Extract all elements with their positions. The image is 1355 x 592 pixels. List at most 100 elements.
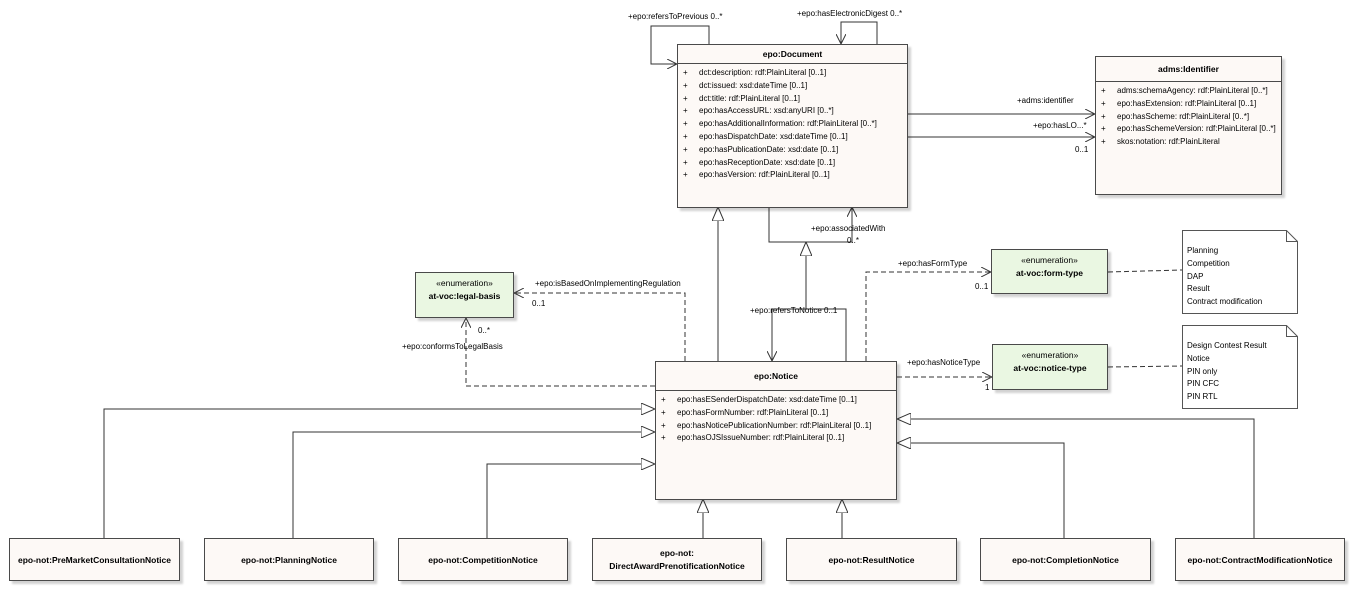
- attribute-text: epo:hasDispatchDate: xsd:dateTime [0..1]: [699, 131, 848, 141]
- attribute-list: +adms:schemaAgency: rdf:PlainLiteral [0.…: [1096, 82, 1281, 149]
- gen-planning: [292, 432, 655, 538]
- attribute-row: +epo:hasFormNumber: rdf:PlainLiteral [0.…: [656, 407, 896, 420]
- class-title-line2: DirectAwardPrenotificationNotice: [609, 560, 745, 571]
- visibility-marker: +: [1101, 137, 1106, 147]
- attribute-row: + dct:title: rdf:PlainLiteral [0..1]: [678, 93, 907, 106]
- note-line: Competition: [1187, 258, 1230, 268]
- label-conforms-to-legal-basis: +epo:conformsToLegalBasis: [402, 342, 503, 351]
- note-line: PIN RTL: [1187, 392, 1218, 402]
- assoc-has-electronic-digest: [841, 21, 878, 44]
- attribute-text: skos:notation: rdf:PlainLiteral: [1117, 137, 1220, 147]
- label-has-form-type-multiplicity: 0..1: [975, 282, 989, 291]
- enum-form-type[interactable]: «enumeration» at-voc:form-type: [991, 249, 1108, 294]
- label-refers-to-previous: +epo:refersToPrevious 0..*: [628, 12, 723, 21]
- attribute-text: epo:hasOJSIssueNumber: rdf:PlainLiteral …: [677, 433, 845, 443]
- attribute-text: epo:hasScheme: rdf:PlainLiteral [0..*]: [1117, 111, 1250, 121]
- note-line: Result: [1187, 284, 1210, 294]
- dep-form-type: [865, 272, 991, 361]
- label-associated-with: +epo:associatedWith: [811, 224, 886, 233]
- attribute-text: dct:description: rdf:PlainLiteral [0..1]: [699, 68, 827, 77]
- label-is-based-on: +epo:isBasedOnImplementingRegulation: [535, 279, 681, 288]
- note-line: PIN only: [1187, 366, 1218, 376]
- enum-legal-basis[interactable]: «enumeration» at-voc:legal-basis: [415, 272, 514, 318]
- class-competition-notice[interactable]: epo-not:CompetitionNotice: [398, 538, 568, 581]
- enum-notice-type[interactable]: «enumeration» at-voc:notice-type: [992, 344, 1108, 390]
- note-link-form-type: [1107, 269, 1183, 273]
- class-epo-document[interactable]: epo:Document +dct:description: rdf:Plain…: [677, 44, 908, 208]
- class-planning-notice[interactable]: epo-not:PlanningNotice: [204, 538, 374, 581]
- label-has-form-type: +epo:hasFormType: [898, 259, 968, 268]
- visibility-marker: +: [1101, 86, 1106, 95]
- label-has-lot-multiplicity: 0..1: [1075, 145, 1089, 154]
- attribute-text: epo:hasVersion: rdf:PlainLiteral [0..1]: [699, 170, 830, 180]
- attribute-row: +dct:description: rdf:PlainLiteral [0..1…: [678, 67, 907, 80]
- attribute-text: epo:hasPublicationDate: xsd:date [0..1]: [699, 144, 839, 154]
- visibility-marker: +: [683, 119, 688, 129]
- attribute-text: epo:hasAccessURL: xsd:anyURI [0..*]: [699, 106, 834, 116]
- label-has-notice-type: +epo:hasNoticeType: [907, 358, 981, 367]
- class-title: adms:Identifier: [1158, 64, 1219, 74]
- class-title: epo-not:ResultNotice: [828, 554, 915, 565]
- attribute-list: + epo:hasESenderDispatchDate: xsd:dateTim…: [656, 391, 896, 445]
- visibility-marker: +: [683, 131, 688, 141]
- note-line: PIN CFC: [1187, 379, 1219, 389]
- enum-stereotype: «enumeration»: [436, 278, 493, 288]
- label-has-electronic-digest: +epo:hasElectronicDigest 0..*: [797, 9, 903, 18]
- visibility-marker: +: [661, 395, 666, 404]
- visibility-marker: +: [683, 106, 688, 116]
- dep-is-based-on: [514, 293, 686, 361]
- class-adms-identifier[interactable]: adms:Identifier +adms:schemaAgency: rdf:…: [1095, 56, 1282, 195]
- attribute-row: + epo:hasESenderDispatchDate: xsd:dateTim…: [656, 394, 896, 407]
- visibility-marker: +: [661, 433, 666, 443]
- attribute-text: epo:hasNoticePublicationNumber: rdf:Plai…: [677, 420, 872, 430]
- note-line: Planning: [1187, 246, 1219, 255]
- attribute-row: +dct:issued: xsd:dateTime [0..1]: [678, 80, 907, 93]
- assoc-refers-to-previous: [650, 25, 710, 64]
- class-epo-notice[interactable]: epo:Notice +epo:hasESenderDispatchDate: …: [655, 361, 897, 500]
- note-line: Contract modification: [1187, 297, 1263, 307]
- class-contract-modification-notice[interactable]: epo-not:ContractModificationNotice: [1175, 538, 1345, 581]
- attribute-text: epo:hasReceptionDate: xsd:date [0..1]: [699, 157, 836, 167]
- visibility-marker: +: [661, 420, 666, 430]
- visibility-marker: +: [1101, 124, 1106, 134]
- visibility-marker: +: [1101, 98, 1106, 108]
- attribute-text: epo:hasESenderDispatchDate: xsd:dateTime…: [677, 395, 857, 404]
- label-associated-with-multiplicity: 0..*: [847, 236, 860, 245]
- attribute-row: + epo:hasOJSIssueNumber: rdf:PlainLiteral…: [656, 432, 896, 445]
- attribute-text: dct:title: rdf:PlainLiteral [0..1]: [699, 93, 800, 103]
- enum-title: at-voc:legal-basis: [428, 291, 501, 301]
- class-direct-award-prenotification-notice[interactable]: epo-not: DirectAwardPrenotificationNotic…: [592, 538, 762, 581]
- attribute-row: +epo:hasScheme: rdf:PlainLiteral [0..*]: [1096, 111, 1281, 124]
- attribute-row: + epo:hasExtension: rdf:PlainLiteral [0..…: [1096, 98, 1281, 111]
- label-refers-to-notice: +epo:refersToNotice 0..1: [750, 306, 838, 315]
- visibility-marker: +: [683, 93, 688, 103]
- attribute-row: + epo:hasNoticePublicationNumber: rdf:Pla…: [656, 420, 896, 433]
- enum-title: at-voc:form-type: [1015, 268, 1084, 278]
- class-pre-market-consultation-notice[interactable]: epo-not:PreMarketConsultationNotice: [9, 538, 180, 581]
- label-adms-identifier: +adms:identifier: [1017, 96, 1074, 105]
- class-title: epo-not:ContractModificationNotice: [1187, 554, 1333, 565]
- attribute-row: + epo:hasDispatchDate: xsd:dateTime [0..1…: [678, 131, 907, 144]
- attribute-row: + epo:hasVersion: rdf:PlainLiteral [0..1]: [678, 169, 907, 182]
- class-completion-notice[interactable]: epo-not:CompletionNotice: [980, 538, 1151, 581]
- attribute-text: epo:hasExtension: rdf:PlainLiteral [0..1…: [1117, 98, 1257, 108]
- enum-stereotype: «enumeration»: [1021, 350, 1079, 360]
- dep-conforms-to: [466, 318, 655, 387]
- attribute-text: epo:hasAdditionalInformation: rdf:PlainL…: [699, 119, 877, 129]
- visibility-marker: +: [661, 407, 666, 417]
- note-line: Notice: [1187, 353, 1210, 363]
- class-title: epo:Document: [762, 49, 823, 59]
- enum-title: at-voc:notice-type: [1013, 363, 1087, 373]
- gen-completion: [897, 443, 1065, 538]
- attribute-row: + epo:hasReceptionDate: xsd:date [0..1]: [678, 157, 907, 170]
- class-title: epo-not:PlanningNotice: [241, 554, 337, 565]
- class-title: epo-not:CompetitionNotice: [428, 554, 538, 565]
- attribute-text: dct:issued: xsd:dateTime [0..1]: [699, 80, 808, 90]
- visibility-marker: +: [683, 170, 688, 180]
- class-result-notice[interactable]: epo-not:ResultNotice: [786, 538, 957, 581]
- visibility-marker: +: [683, 157, 688, 167]
- attribute-row: + epo:hasAccessURL: xsd:anyURI [0..*]: [678, 105, 907, 118]
